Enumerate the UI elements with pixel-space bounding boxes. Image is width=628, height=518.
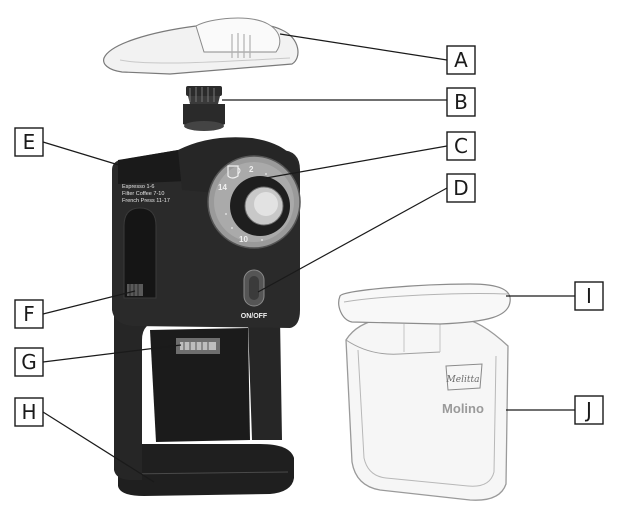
callout-letter: D — [453, 176, 468, 200]
leader-h — [42, 411, 155, 483]
leader-lines — [42, 33, 575, 483]
hopper-lid — [103, 17, 299, 75]
side-print-line-2: Filter Coffee 7-10 — [122, 191, 164, 197]
side-print-line-3: French Press 11-17 — [122, 198, 170, 204]
side-print-line-1: Espresso 1-6 — [122, 184, 154, 190]
container-brand-text: Melitta — [446, 375, 480, 385]
container-lid — [338, 283, 511, 325]
dial-mark-14: 14 — [218, 183, 227, 192]
burr — [183, 86, 225, 131]
callout-j: J — [574, 395, 604, 425]
leader-f — [42, 290, 136, 315]
callout-letter: E — [23, 130, 36, 154]
grounds-container: Melitta Molino — [345, 317, 509, 501]
on-off-label: ON/OFF — [241, 313, 268, 320]
callout-letter: C — [454, 134, 468, 158]
callout-letter: F — [23, 302, 35, 326]
callout-d: D — [446, 173, 476, 203]
container-model-text: Molino — [442, 401, 484, 416]
grinder-body: Espresso 1-6 Filter Coffee 7-10 French P… — [112, 137, 301, 496]
leader-c — [265, 145, 448, 179]
callout-h: H — [14, 397, 44, 427]
callout-letter: A — [454, 48, 468, 72]
callout-letter: H — [21, 400, 36, 424]
callout-letter: J — [584, 398, 592, 422]
callout-letter: G — [21, 350, 37, 374]
callout-letter: B — [454, 90, 468, 114]
callout-f: F — [14, 299, 44, 329]
leader-g — [42, 344, 182, 363]
cup-icon — [227, 165, 241, 179]
callout-a: A — [446, 45, 476, 75]
callout-letter: I — [586, 284, 592, 308]
leader-e — [42, 141, 123, 167]
callout-b: B — [446, 87, 476, 117]
leader-a — [279, 33, 448, 61]
callout-e: E — [14, 127, 44, 157]
dial-mark-2: 2 — [249, 165, 254, 174]
dial-mark-10: 10 — [239, 235, 248, 244]
callout-g: G — [14, 347, 44, 377]
callout-c: C — [446, 131, 476, 161]
callout-i: I — [574, 281, 604, 311]
leader-d — [257, 187, 448, 293]
